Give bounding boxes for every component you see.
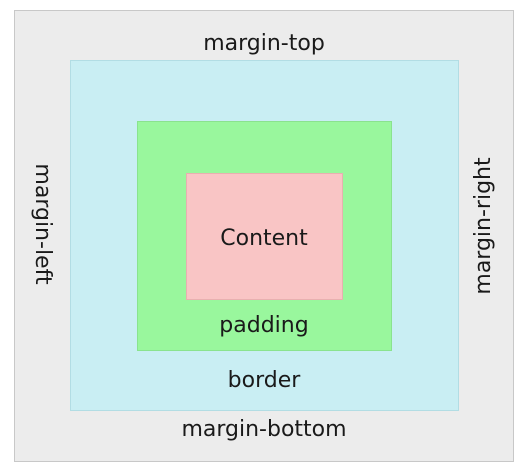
padding-label: padding — [219, 313, 309, 338]
content-label: Content — [220, 226, 308, 251]
margin-bottom-label: margin-bottom — [181, 417, 347, 442]
border-label: border — [227, 368, 301, 393]
margin-top-label: margin-top — [203, 31, 325, 56]
content-box — [186, 173, 343, 300]
margin-right-label: margin-right — [471, 157, 496, 295]
margin-left-label: margin-left — [30, 163, 55, 285]
